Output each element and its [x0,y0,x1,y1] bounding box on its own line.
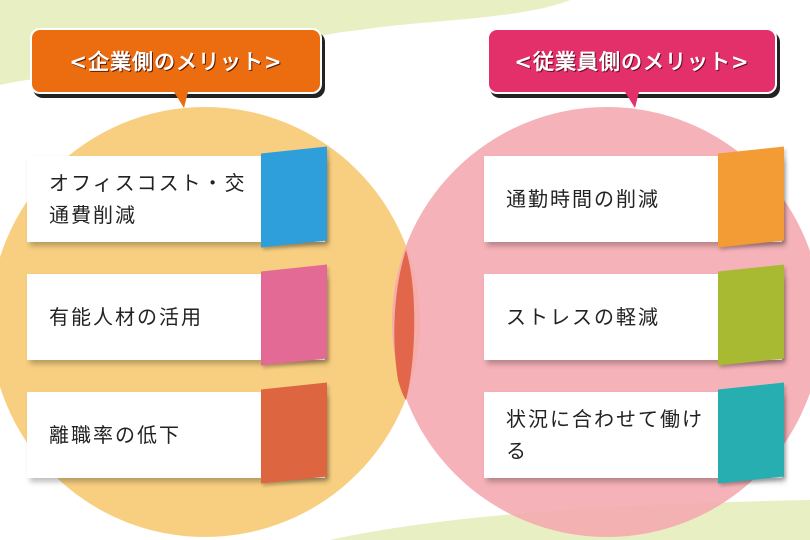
bubble-tail [625,92,639,108]
employee-merit-card: 状況に合わせて働ける [484,382,784,484]
company-merit-card: 有能人材の活用 [27,264,327,366]
merit-label: オフィスコスト・交通費削減 [49,171,247,227]
bubble-tail [174,92,188,108]
merit-label: 状況に合わせて働ける [506,407,704,463]
company-merits-header: <企業側のメリット> [30,28,322,108]
merit-label: ストレスの軽減 [506,305,660,329]
merit-label: 有能人材の活用 [49,305,203,329]
employee-merits-title: <従業員側のメリット> [514,50,750,74]
company-merit-card: 離職率の低下 [27,382,327,484]
company-merits-title: <企業側のメリット> [69,50,283,74]
employee-merit-card: ストレスの軽減 [484,264,784,366]
merit-label: 通勤時間の削減 [506,187,660,211]
circle-overlap [394,250,415,400]
color-tab [718,264,784,366]
color-tab [261,264,327,366]
merit-label: 離職率の低下 [49,423,181,447]
employee-merits-header: <従業員側のメリット> [487,28,777,108]
color-tab [261,146,327,248]
color-tab [718,382,784,484]
employee-merit-card: 通勤時間の削減 [484,146,784,248]
color-tab [261,382,327,484]
color-tab [718,146,784,248]
company-merit-card: オフィスコスト・交通費削減 [27,146,327,248]
